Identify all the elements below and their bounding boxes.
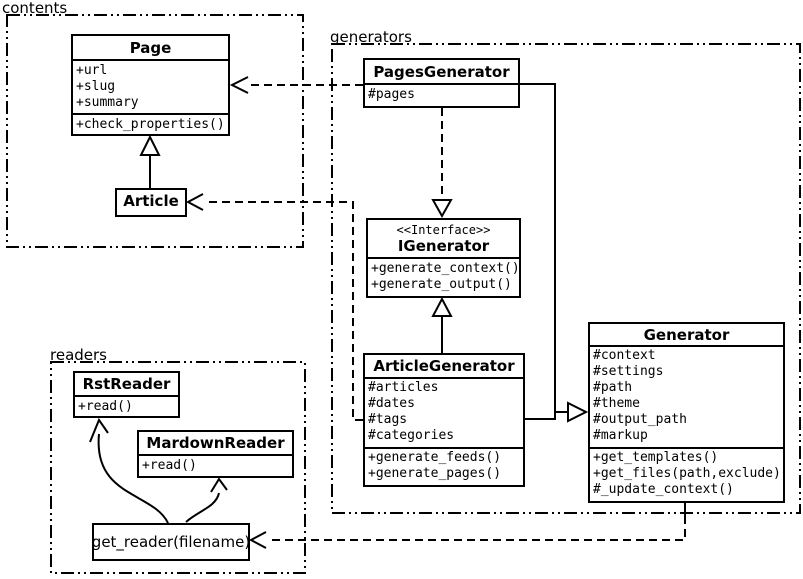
attribute: #dates (368, 396, 415, 411)
class-pagesgenerator: PagesGenerator #pages (363, 58, 520, 108)
class-igenerator: <<Interface>> IGenerator +generate_conte… (366, 218, 521, 298)
dependency-generator-to-getreader-line (267, 516, 686, 541)
attribute: +url (76, 63, 108, 78)
class-rstreader-methods: +read() (75, 395, 178, 416)
attribute: #context (593, 348, 656, 363)
class-page-attributes: +url +slug +summary (73, 59, 228, 113)
method: +read() (78, 399, 133, 414)
dependency-generator-to-getreader-arrowhead-icon (248, 531, 267, 549)
attribute: #theme (593, 396, 640, 411)
class-articlegenerator-methods: +generate_feeds() +generate_pages() (365, 447, 523, 485)
generalization-article-to-page-triangle-icon (139, 134, 161, 156)
attribute: +slug (76, 79, 116, 94)
package-label-generators: generators (330, 28, 412, 46)
class-generator-methods: +get_templates() +get_files(path,exclude… (590, 447, 783, 501)
class-rstreader-title: RstReader (82, 375, 171, 393)
method: #_update_context() (593, 482, 734, 497)
method: +generate_context() (371, 261, 520, 276)
package-label-readers: readers (50, 346, 107, 364)
dependency-articlegenerator-to-article-arrowhead-icon (185, 193, 204, 211)
class-rstreader: RstReader +read() (73, 371, 180, 418)
attribute: #output_path (593, 412, 687, 427)
realization-pagesgenerator-to-igenerator-triangle-icon (431, 199, 453, 219)
method: +generate_pages() (368, 466, 502, 481)
class-articlegenerator: ArticleGenerator #articles #dates #tags … (363, 353, 525, 487)
class-page-methods: +check_properties() (73, 112, 228, 135)
method: +generate_feeds() (368, 450, 502, 465)
association-getreader-to-rstreader-curve (97, 433, 169, 524)
method: +generate_output() (371, 277, 512, 292)
function-get-reader-label: get_reader(filename) (91, 533, 251, 551)
generalization-articlegenerator-to-igenerator-triangle-icon (431, 296, 453, 317)
class-articlegenerator-attributes: #articles #dates #tags #categories (365, 377, 523, 447)
association-getreader-to-markdownreader-curve (185, 492, 220, 523)
generators-package-border (331, 43, 801, 514)
attribute: +summary (76, 95, 139, 110)
class-generator-title: Generator (643, 326, 730, 344)
attribute: #pages (368, 87, 415, 102)
class-page-title: Page (129, 39, 172, 57)
attribute: #tags (368, 412, 408, 427)
attribute: #articles (368, 380, 439, 395)
class-igenerator-title: IGenerator (397, 237, 490, 255)
generalization-articlegenerator-to-generator-line (525, 410, 556, 420)
method: +get_files(path,exclude) (593, 466, 781, 481)
generalization-to-generator-triangle-icon (567, 401, 589, 423)
attribute: #path (593, 380, 633, 395)
class-pagesgenerator-title: PagesGenerator (373, 63, 510, 81)
class-generator-attributes: #context #settings #path #theme #output_… (590, 345, 783, 447)
contents-package-border (6, 14, 304, 248)
class-markdownreader: MardownReader +read() (137, 430, 294, 478)
generalization-pagesgenerator-to-generator-line (520, 83, 568, 413)
class-igenerator-methods: +generate_context() +generate_output() (368, 257, 519, 296)
package-label-contents: contents (2, 0, 68, 17)
attribute: #settings (593, 364, 664, 379)
class-generator: Generator #context #settings #path #them… (588, 322, 785, 503)
attribute: #categories (368, 428, 455, 443)
method: +get_templates() (593, 450, 719, 465)
class-page: Page +url +slug +summary +check_properti… (71, 34, 230, 136)
dependency-articlegenerator-to-article-line (204, 201, 363, 421)
method: +check_properties() (76, 116, 225, 132)
class-article-title: Article (123, 192, 179, 210)
class-articlegenerator-title: ArticleGenerator (373, 357, 515, 375)
method: +read() (142, 458, 197, 473)
function-get-reader: get_reader(filename) (92, 523, 250, 561)
class-article: Article (115, 188, 187, 217)
class-markdownreader-methods: +read() (139, 454, 292, 476)
association-getreader-to-markdownreader-arrowhead-icon (210, 477, 228, 493)
class-pagesgenerator-attributes: #pages (365, 83, 518, 106)
dependency-pagesgenerator-to-page-arrowhead-icon (229, 76, 249, 94)
class-igenerator-stereotype: <<Interface>> (396, 223, 491, 237)
readers-package-border (50, 361, 306, 574)
attribute: #markup (593, 428, 648, 443)
association-getreader-to-rstreader-arrowhead-icon (89, 417, 109, 443)
class-markdownreader-title: MardownReader (146, 434, 285, 452)
